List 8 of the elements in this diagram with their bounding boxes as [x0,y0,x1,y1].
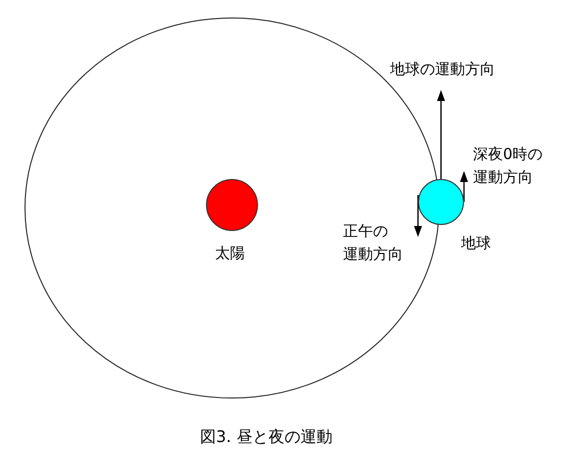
body-label: 地球 [461,233,491,254]
earth-circle [418,179,464,225]
direction-label: 地球の運動方向 [390,59,495,80]
direction-label: 正午の運動方向 [343,221,404,265]
sun-circle [206,179,258,231]
direction-label: 深夜0時の運動方向 [473,144,544,188]
body-label: 太陽 [215,243,245,264]
figure-caption: 図3. 昼と夜の運動 [200,426,332,448]
